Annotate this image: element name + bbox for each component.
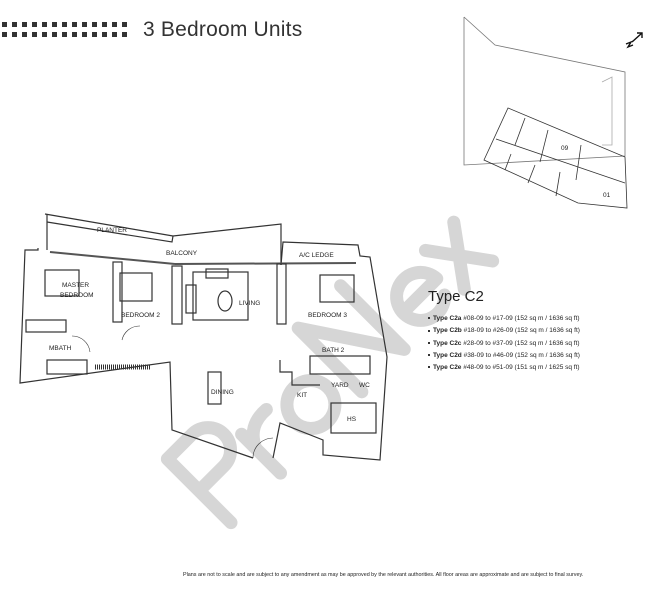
page-title: 3 Bedroom Units <box>143 18 303 41</box>
room-label-yard: YARD <box>331 382 349 389</box>
room-label-living: LIVING <box>239 300 260 307</box>
list-item: Type C2c #28-09 to #37-09 (152 sq m / 16… <box>428 338 580 350</box>
room-label-bedroom-3: BEDROOM 3 <box>308 312 347 319</box>
room-label-master-bedroom: MASTER <box>62 282 89 289</box>
unit-name: Type C2d <box>433 351 462 359</box>
unit-name: Type C2b <box>433 327 462 335</box>
room-label-planter: PLANTER <box>97 227 127 234</box>
unit-type-list: Type C2a #08-09 to #17-09 (152 sq m / 16… <box>428 313 580 374</box>
room-label-ac-ledge: A/C LEDGE <box>299 252 334 259</box>
unit-detail: #38-09 to #46-09 (152 sq m / 1636 sq ft) <box>463 351 580 359</box>
unit-name: Type C2a <box>433 315 462 322</box>
page-header: 3 Bedroom Units <box>0 12 302 48</box>
unit-name: Type C2e <box>433 364 462 372</box>
room-label-kit: KIT <box>297 392 307 399</box>
key-plan-unit-label: 01 <box>603 192 611 199</box>
unit-detail: #48-09 to #51-09 (151 sq m / 1625 sq ft) <box>463 364 580 372</box>
list-item: Type C2b #18-09 to #26-09 (152 sq m / 16… <box>428 325 580 337</box>
key-plan-unit-label: 09 <box>561 145 569 152</box>
north-arrow-icon <box>625 32 643 49</box>
list-item: Type C2e #48-09 to #51-09 (151 sq m / 16… <box>428 362 580 374</box>
unit-type-title: Type C2 <box>428 288 484 305</box>
list-item: Type C2d #38-09 to #46-09 (152 sq m / 16… <box>428 350 580 362</box>
room-label-mbath: MBATH <box>49 345 72 352</box>
room-labels: PLANTER BALCONY A/C LEDGE MASTER BEDROOM… <box>49 227 370 423</box>
room-label-wc: WC <box>359 382 370 389</box>
room-label-hs: HS <box>347 416 357 423</box>
unit-name: Type C2c <box>433 339 462 347</box>
unit-detail: #08-09 to #17-09 (152 sq m / 1636 sq ft) <box>463 315 580 322</box>
room-label-balcony: BALCONY <box>166 250 198 257</box>
decorative-dots <box>2 21 129 39</box>
unit-detail: #18-09 to #26-09 (152 sq m / 1636 sq ft) <box>463 327 580 335</box>
list-item: Type C2a #08-09 to #17-09 (152 sq m / 16… <box>428 313 580 325</box>
disclaimer: Plans are not to scale and are subject t… <box>183 572 584 578</box>
floor-plan <box>19 213 388 461</box>
unit-type-panel: Type C2 Type C2a #08-09 to #17-09 (152 s… <box>428 288 580 374</box>
room-label-bedroom-2: BEDROOM 2 <box>121 312 160 319</box>
room-label-dining: DINING <box>211 389 234 396</box>
unit-detail: #28-09 to #37-09 (152 sq m / 1636 sq ft) <box>463 339 580 347</box>
room-label-bath-2: BATH 2 <box>322 347 345 354</box>
key-plan: 09 01 <box>463 16 628 209</box>
watermark-logo <box>160 215 500 530</box>
room-label-master-bedroom: BEDROOM <box>60 292 94 299</box>
